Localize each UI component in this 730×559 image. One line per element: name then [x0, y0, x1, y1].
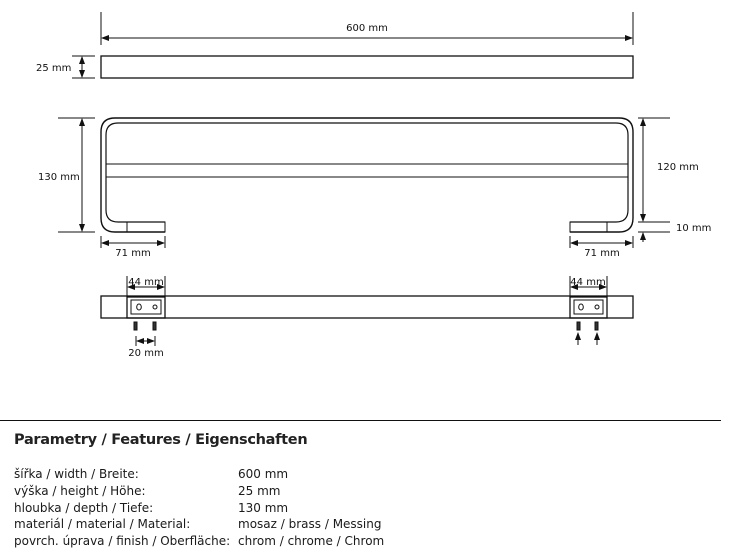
feature-row: šířka / width / Breite: 600 mm: [14, 466, 384, 483]
height-dimension-label: 25 mm: [36, 63, 71, 74]
left-mount-width-label: 44 mm: [128, 277, 163, 288]
technical-drawing: 600 mm 25 mm 130 mm 120 mm 10 mm 71 mm 7…: [36, 12, 711, 359]
feature-label: materiál / material / Material:: [14, 517, 191, 532]
feature-row: výška / height / Höhe: 25 mm: [14, 483, 384, 500]
inner-height-dimension-label: 120 mm: [657, 162, 699, 173]
bottom-view: [100, 276, 634, 346]
depth-dimension-label: 130 mm: [38, 172, 80, 183]
feature-label: povrch. úprava / finish / Oberfläche:: [14, 534, 231, 549]
feature-label: výška / height / Höhe:: [14, 483, 146, 498]
feature-label: šířka / width / Breite:: [14, 467, 139, 481]
feature-row: povrch. úprava / finish / Oberfläche: chr…: [14, 533, 384, 550]
feature-value: 25 mm: [238, 483, 281, 498]
feature-label: hloubka / depth / Tiefe:: [14, 500, 154, 515]
features-heading: Parametry / Features / Eigenschaften: [14, 432, 308, 448]
right-mount-width-label: 44 mm: [570, 277, 605, 288]
feature-value: 600 mm: [238, 467, 289, 481]
features-table: šířka / width / Breite: 600 mm výška / he…: [14, 466, 384, 550]
screw-spacing-label: 20 mm: [128, 348, 163, 359]
right-mount: [569, 276, 608, 345]
feature-value: chrom / chrome / Chrom: [238, 534, 385, 549]
foot-dimension-label: 10 mm: [676, 223, 711, 234]
feature-row: hloubka / depth / Tiefe: 130 mm: [14, 500, 384, 517]
feature-value: 130 mm: [238, 500, 289, 515]
width-dimension-label: 600 mm: [346, 23, 388, 34]
left-offset-label: 71 mm: [115, 248, 150, 259]
side-view: [58, 117, 670, 248]
top-view: [72, 12, 634, 79]
feature-row: materiál / material / Material: mosaz / b…: [14, 516, 384, 533]
section-divider: [0, 420, 721, 421]
feature-value: mosaz / brass / Messing: [238, 517, 382, 532]
right-offset-label: 71 mm: [584, 248, 619, 259]
left-mount: [126, 276, 166, 346]
